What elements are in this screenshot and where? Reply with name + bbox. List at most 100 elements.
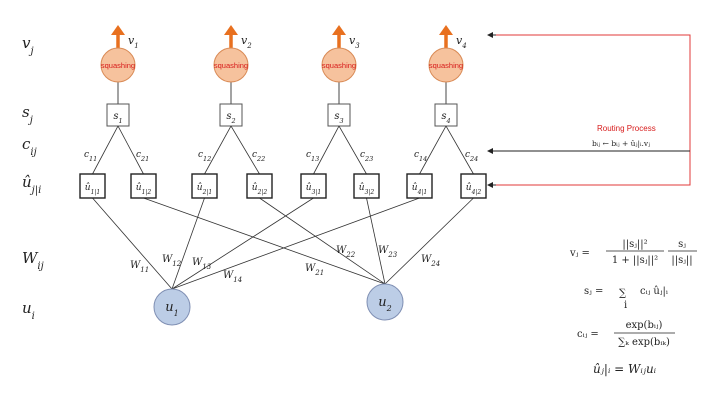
input-to-pred-line-1-2 (143, 197, 386, 285)
v-label-2: v2 (241, 34, 252, 50)
input-to-pred-line-2-1 (171, 197, 205, 290)
w-label-11: W11 (130, 260, 149, 274)
equation-softmax: cᵢⱼ = exp(bᵢⱼ) ∑ₖ exp(bᵢₖ) (577, 320, 675, 348)
s-label-2: s2 (226, 111, 235, 125)
routing-feedback: Routing Process bᵢⱼ ← bᵢⱼ + ûⱼ|ᵢ.vⱼ (487, 32, 691, 188)
v-label-1: v1 (128, 34, 139, 50)
pred-to-s-line-1-1 (92, 125, 119, 175)
weight-labels: W11 W12 W13 W14 W21 W22 W23 W24 (130, 245, 440, 284)
eq-c-lhs: cᵢⱼ = (577, 329, 599, 340)
output-arrow-head-3 (332, 25, 346, 35)
eq-v-frac2-num: sⱼ (678, 239, 686, 250)
pred-to-s-line-2-1 (204, 125, 232, 175)
prediction-label-2-1: û2|1 (197, 182, 212, 196)
s-box-1: s1 (106, 103, 130, 127)
prediction-box-1-2: û1|2 (130, 173, 157, 199)
c-label-12: c12 (198, 150, 211, 163)
s-box-2: s2 (219, 103, 243, 127)
pred-to-s-line-3-2 (338, 125, 367, 175)
eq-s-sum-sub: i (624, 300, 627, 311)
c-label-23: c23 (360, 150, 373, 163)
prediction-box-4-2: û4|2 (460, 173, 487, 199)
squashing-node-2 (213, 47, 249, 83)
output-arrow-head-1 (111, 25, 125, 35)
w-label-13: W13 (192, 257, 212, 271)
s-boxes: s1 s2 s3 s4 (106, 103, 458, 127)
input-label-1: u1 (165, 300, 178, 318)
s-box-4: s4 (434, 103, 458, 127)
squashing-label-3: squashing (322, 61, 356, 70)
s-box-rect-4 (434, 103, 458, 127)
v-label-4: v4 (456, 34, 467, 50)
eq-c-num: exp(bᵢⱼ) (626, 320, 663, 331)
input-capsule-2: u2 (366, 283, 404, 321)
prediction-rect-1-2 (130, 173, 157, 199)
prediction-rect-2-1 (191, 173, 218, 199)
prediction-rect-3-2 (353, 173, 380, 199)
s-box-rect-2 (219, 103, 243, 127)
s-box-rect-3 (327, 103, 351, 127)
c-label-14: c14 (414, 150, 427, 163)
w-label-14: W14 (223, 270, 242, 284)
input-capsules: u1 u2 (153, 283, 404, 326)
w-label-24: W24 (421, 254, 440, 268)
prediction-label-2-2: û2|2 (252, 182, 268, 196)
eq-s-sum: ∑ (619, 288, 627, 299)
routing-equation: bᵢⱼ ← bᵢⱼ + ûⱼ|ᵢ.vⱼ (592, 139, 650, 148)
prediction-box-3-2: û3|2 (353, 173, 380, 199)
prediction-label-1-1: û1|1 (85, 182, 100, 196)
prediction-rect-2-2 (246, 173, 273, 199)
prediction-label-4-1: û4|1 (412, 182, 427, 196)
w-label-12: W12 (162, 254, 182, 268)
input-node-2 (366, 283, 404, 321)
c-label-22: c22 (252, 150, 265, 163)
row-label-v: vj (22, 34, 34, 57)
input-capsule-1: u1 (153, 288, 191, 326)
prediction-rect-3-1 (300, 173, 327, 199)
eq-v-lhs: vⱼ = (569, 248, 590, 259)
s-label-4: s4 (441, 111, 450, 125)
eq-s-lhs: sⱼ = (584, 286, 603, 297)
squashing-node-1 (100, 47, 136, 83)
prediction-box-4-1: û4|1 (406, 173, 433, 199)
c-label-13: c13 (306, 150, 319, 163)
prediction-label-3-2: û3|2 (359, 182, 375, 196)
coupling-labels: c11 c21 c12 c22 c13 c23 c14 c24 (84, 150, 478, 163)
output-capsule-4: squashing v4 (428, 25, 467, 83)
s-label-1: s1 (113, 111, 122, 125)
s-box-rect-1 (106, 103, 130, 127)
equation-sum: sⱼ = ∑ i cᵢⱼ ûⱼ|ᵢ (584, 286, 668, 311)
squashing-label-2: squashing (214, 61, 248, 70)
row-labels: vj sj cij ûj|i Wij ui (22, 34, 44, 322)
squashing-label-4: squashing (429, 61, 463, 70)
pred-to-s-line-4-2 (445, 125, 474, 175)
input-to-pred-line-3-2 (366, 197, 386, 285)
w-label-21: W21 (305, 263, 324, 277)
prediction-label-1-2: û1|2 (136, 182, 152, 196)
eq-v-frac2-den: ||sⱼ|| (671, 255, 692, 266)
w-label-22: W22 (336, 245, 356, 259)
output-capsule-1: squashing v1 (100, 25, 139, 83)
pred-to-s-line-3-1 (313, 125, 340, 175)
c-label-21: c21 (136, 150, 149, 163)
prediction-rect-4-2 (460, 173, 487, 199)
connection-lines (92, 82, 474, 290)
v-label-3: v3 (349, 34, 360, 50)
row-label-u: ui (22, 299, 35, 322)
c-label-11: c11 (84, 150, 97, 163)
output-arrow-head-4 (439, 25, 453, 35)
prediction-box-1-1: û1|1 (79, 173, 106, 199)
output-capsule-2: squashing v2 (213, 25, 252, 83)
w-label-23: W23 (378, 245, 398, 259)
row-label-s: sj (22, 103, 33, 126)
routing-title: Routing Process (597, 124, 656, 133)
row-label-c: cij (22, 135, 37, 158)
input-to-pred-line-4-2 (384, 197, 474, 285)
s-label-3: s3 (334, 111, 343, 125)
squashing-label-1: squashing (101, 61, 135, 70)
squashing-node-3 (321, 47, 357, 83)
prediction-box-2-1: û2|1 (191, 173, 218, 199)
input-label-2: u2 (378, 295, 391, 313)
prediction-label-4-2: û4|2 (466, 182, 482, 196)
output-capsule-3: squashing v3 (321, 25, 360, 83)
